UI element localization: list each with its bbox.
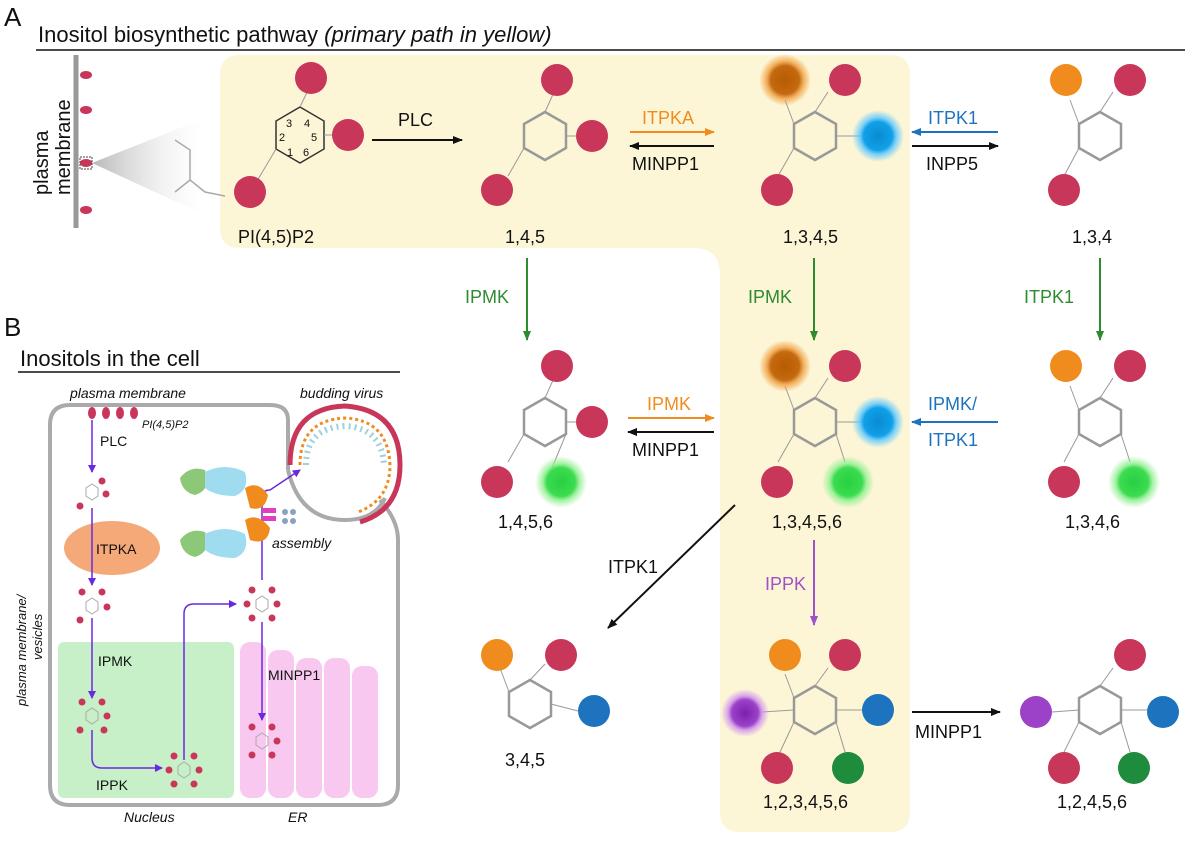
molecule-ip4-1456 [481, 350, 608, 508]
arrow-itpk1-diag [607, 504, 736, 629]
mini-molecule [243, 586, 281, 622]
molecule-ip5 [759, 340, 904, 508]
membrane-lipid [80, 159, 92, 167]
label-er: ER [288, 809, 307, 825]
membrane-label: membrane [53, 99, 75, 195]
label-plc-b: PLC [100, 433, 127, 449]
panel-b-letter: B [4, 312, 21, 342]
virus-lattice [298, 416, 392, 514]
label-ip5-12456: 1,2,4,5,6 [1057, 792, 1127, 812]
label-pip2-b: PI(4,5)P2 [142, 419, 188, 431]
label-ip3-134: 1,3,4 [1072, 227, 1112, 247]
membrane-label: plasma [31, 130, 53, 195]
label-minpp1-b: MINPP1 [268, 667, 320, 683]
ring-number: 5 [311, 132, 317, 144]
enzyme-itpk1-diag: ITPK1 [608, 557, 658, 577]
molecule-pip2: 3 4 2 5 1 6 [234, 62, 364, 208]
label-budding-virus: budding virus [300, 385, 383, 401]
label-ipmk-b: IPMK [98, 653, 133, 669]
mini-molecule [76, 698, 111, 734]
molecule-ip6 [721, 639, 894, 784]
panel-a-letter: A [4, 2, 22, 32]
ring-number: 6 [303, 147, 309, 159]
label-ip5: 1,3,4,5,6 [772, 512, 842, 532]
molecule-ip3-134 [1048, 64, 1146, 206]
enzyme-ipmk-mid: IPMK [748, 287, 792, 307]
label-side: plasma membrane/ [14, 593, 29, 707]
membrane-pip2 [88, 407, 138, 419]
molecule-ip4-1346 [1048, 350, 1160, 508]
molecule-ip5-12456 [1020, 639, 1179, 784]
ring-number: 2 [279, 132, 285, 144]
molecule-ip3 [481, 64, 608, 206]
mini-molecule [165, 752, 203, 788]
enzyme-itpka: ITPKA [642, 108, 694, 128]
membrane-lipid [80, 106, 92, 114]
enzyme-ipmk-itpk1: IPMK/ [928, 394, 977, 414]
flow-arrow [91, 730, 163, 772]
ring-number: 1 [287, 147, 293, 159]
enzyme-ipmk-itpk1: ITPK1 [928, 430, 978, 450]
label-side: vesicles [30, 613, 45, 660]
enzyme-minpp1: MINPP1 [632, 154, 699, 174]
label-nucleus: Nucleus [124, 809, 175, 825]
cell-outline [48, 403, 400, 807]
label-ip3: 1,4,5 [505, 227, 545, 247]
label-ip4-1346: 1,3,4,6 [1065, 512, 1120, 532]
itpka-blob [64, 521, 160, 575]
label-ippk-b: IPPK [96, 777, 129, 793]
ring-number: 3 [286, 118, 292, 130]
enzyme-minpp1-mid: MINPP1 [632, 440, 699, 460]
primary-path-highlight [220, 55, 910, 832]
label-assembly: assembly [272, 535, 332, 551]
label-ip4-1456: 1,4,5,6 [498, 512, 553, 532]
flow-arrow [183, 600, 237, 760]
panel-b-title: Inositols in the cell [20, 346, 200, 371]
membrane-lipid [80, 206, 92, 214]
ring-number: 4 [304, 118, 310, 130]
membrane-bud [286, 469, 387, 523]
label-ip3-345: 3,4,5 [505, 750, 545, 770]
label-ip4-1345: 1,3,4,5 [783, 227, 838, 247]
budding-virus [287, 403, 403, 525]
label-itpka-b: ITPKA [96, 541, 137, 557]
enzyme-ippk: IPPK [765, 574, 806, 594]
membrane-lipid [80, 71, 92, 79]
enzyme-itpk1-top: ITPK1 [928, 108, 978, 128]
nucleus [58, 642, 234, 798]
enzyme-inpp5: INPP5 [926, 154, 978, 174]
mini-molecule [248, 723, 281, 759]
mini-molecule [76, 588, 111, 624]
label-ip6: 1,2,3,4,5,6 [763, 792, 848, 812]
assembly-proteins [180, 467, 296, 558]
lipid-tail [174, 179, 191, 193]
virus-lattice [303, 422, 387, 466]
enzyme-plc: PLC [398, 110, 433, 130]
enzyme-ipmk-left: IPMK [465, 287, 509, 307]
label-pip2: PI(4,5)P2 [238, 227, 314, 247]
enzyme-ipmk-fwd: IPMK [647, 394, 691, 414]
enzyme-itpk1-right: ITPK1 [1024, 287, 1074, 307]
panel-a-title: Inositol biosynthetic pathway (primary p… [38, 22, 552, 47]
molecule-ip3-345 [481, 639, 610, 730]
er [240, 642, 378, 798]
label-plasma-membrane: plasma membrane [69, 385, 186, 401]
mini-molecule [76, 477, 110, 510]
zoom-cone [92, 120, 205, 215]
molecule-ip4-1345 [759, 54, 904, 206]
enzyme-minpp1-bottom: MINPP1 [915, 722, 982, 742]
